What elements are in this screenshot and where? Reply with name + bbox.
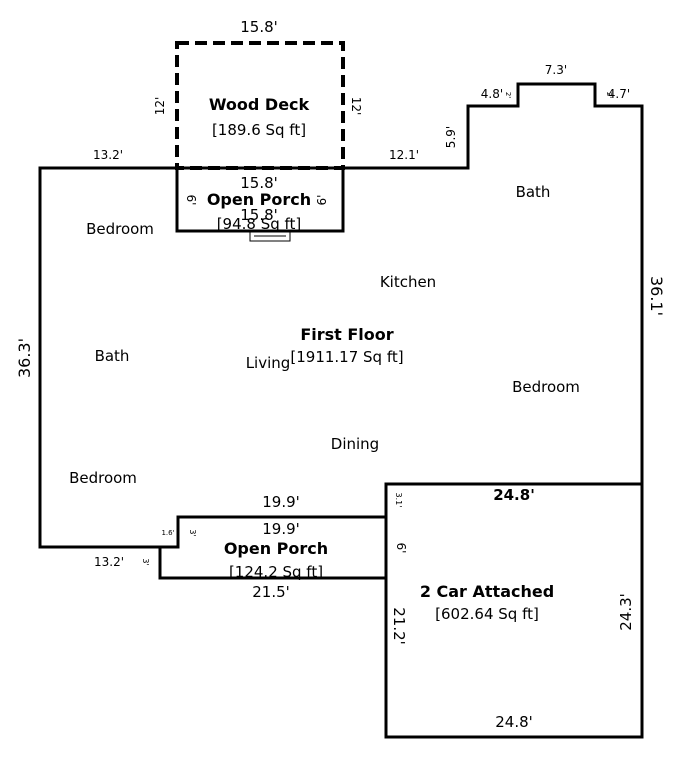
room-label-bath: Bath — [516, 183, 551, 201]
dim-porch-top-bottom: 15.8' — [240, 206, 278, 224]
room-label-dining: Dining — [331, 435, 379, 453]
garage-name: 2 Car Attached — [420, 582, 554, 601]
dim-bottom-left-wall: 13.2' — [94, 555, 124, 569]
room-label-bedroom: Bedroom — [512, 378, 580, 396]
open-porch-top-outline — [175, 168, 345, 233]
dim-right-wall: 36.1' — [647, 276, 666, 316]
dim-garage-right: 24.3' — [617, 593, 635, 631]
dim-garage-inner-left: 21.2' — [390, 607, 408, 645]
dim-porch-bottom-step: 3' — [188, 529, 197, 536]
open-porch-bottom-name: Open Porch — [224, 539, 328, 558]
dim-left-wall: 36.3' — [15, 338, 34, 378]
dim-jog-small-2: 2' — [605, 92, 613, 98]
dim-porch-bottom-right: 6' — [394, 543, 408, 554]
dim-garage-left-small: 3.1' — [394, 493, 403, 508]
first-floor-name: First Floor — [300, 325, 393, 344]
room-label-bath: Bath — [95, 347, 130, 365]
open-porch-bottom-outline — [158, 545, 386, 580]
room-label-bedroom: Bedroom — [69, 469, 137, 487]
dim-deck-left: 12' — [153, 97, 167, 116]
dim-jog-left-vertical: 5.9' — [444, 126, 458, 148]
open-porch-top-area: [94.8 Sq ft] — [217, 215, 302, 233]
dim-porch-bottom-left-small: 1.6' — [161, 529, 174, 537]
first-floor-outline — [38, 82, 644, 549]
dim-porch-bottom-top-inner: 19.9' — [262, 520, 300, 538]
room-label-kitchen: Kitchen — [380, 273, 436, 291]
garage-area: [602.64 Sq ft] — [435, 605, 539, 623]
dim-top-mid-wall: 12.1' — [389, 148, 419, 162]
wood-deck-name: Wood Deck — [209, 95, 310, 114]
dim-deck-top: 15.8' — [240, 18, 278, 36]
dim-porch-bottom-bottom: 21.5' — [252, 583, 290, 601]
open-porch-top-name: Open Porch — [207, 190, 311, 209]
dim-porch-top-right: 6' — [315, 195, 329, 206]
dim-jog-left-horizontal: 4.8' — [481, 87, 503, 101]
door-symbol — [249, 231, 291, 242]
dim-garage-top: 24.8' — [493, 486, 535, 504]
dim-garage-bottom: 24.8' — [495, 713, 533, 731]
dim-deck-right: 12' — [349, 97, 363, 116]
garage-outline — [384, 484, 644, 739]
open-porch-bottom-area: [124.2 Sq ft] — [229, 563, 323, 581]
dim-porch-top-top: 15.8' — [240, 174, 278, 192]
dim-porch-bottom-top-outer: 19.9' — [262, 493, 300, 511]
room-label-bedroom: Bedroom — [86, 220, 154, 238]
dim-bottom-left-step: 3' — [141, 558, 150, 565]
dim-porch-top-left: 6' — [184, 195, 198, 206]
first-floor-area: [1911.17 Sq ft] — [290, 348, 403, 366]
dim-jog-small-1: 2' — [504, 92, 512, 98]
dim-bump-right-horizontal: 4.7' — [608, 87, 630, 101]
dim-top-left-wall: 13.2' — [93, 148, 123, 162]
wood-deck-outline — [175, 41, 345, 170]
room-label-living: Living — [246, 354, 291, 372]
wood-deck-area: [189.6 Sq ft] — [212, 121, 306, 139]
dim-bump-top: 7.3' — [545, 63, 567, 77]
